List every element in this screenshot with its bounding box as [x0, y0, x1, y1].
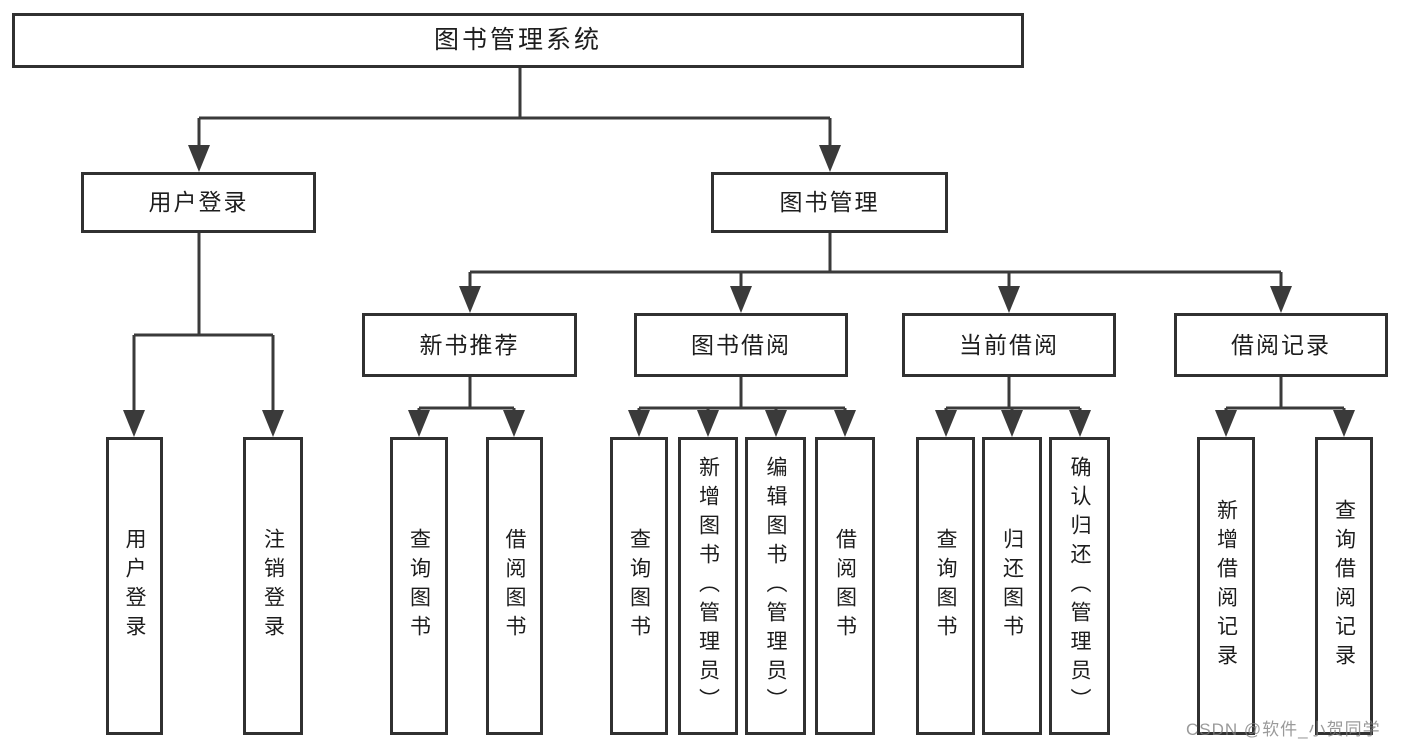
node-label: 借阅图书 — [503, 528, 526, 644]
node-label: 新增借阅记录 — [1214, 499, 1238, 673]
node-label: 新增图书（管理员） — [696, 455, 720, 717]
node-label: 编辑图书（管理员） — [764, 455, 787, 717]
node-label: 注销登录 — [261, 528, 285, 644]
node-label: 当前借阅 — [959, 331, 1059, 358]
leaf-query-books-recommend: 查询图书 — [390, 437, 448, 735]
node-label: 用户登录 — [123, 528, 146, 644]
leaf-query-books-current: 查询图书 — [916, 437, 975, 735]
leaf-query-books-borrowing: 查询图书 — [610, 437, 668, 735]
node-new-book-recommend: 新书推荐 — [362, 313, 577, 377]
node-label: 借阅记录 — [1231, 331, 1331, 358]
leaf-confirm-return-admin: 确认归还（管理员） — [1049, 437, 1110, 735]
node-label: 查询图书 — [627, 528, 651, 644]
node-label: 查询借阅记录 — [1332, 499, 1356, 673]
node-book-borrowing: 图书借阅 — [634, 313, 848, 377]
csdn-watermark: CSDN @软件_小贺同学 — [1186, 720, 1381, 739]
leaf-add-books-admin: 新增图书（管理员） — [678, 437, 738, 735]
node-library-management-system: 图书管理系统 — [12, 13, 1024, 68]
leaf-add-borrow-record: 新增借阅记录 — [1197, 437, 1255, 735]
node-label: 图书管理系统 — [433, 26, 602, 54]
node-label: 确认归还（管理员） — [1068, 455, 1091, 717]
node-label: 借阅图书 — [833, 528, 857, 644]
leaf-user-login: 用户登录 — [106, 437, 163, 735]
leaf-edit-books-admin: 编辑图书（管理员） — [745, 437, 806, 735]
leaf-borrow-books-recommend: 借阅图书 — [486, 437, 543, 735]
leaf-logout: 注销登录 — [243, 437, 303, 735]
leaf-return-books: 归还图书 — [982, 437, 1042, 735]
node-label: 用户登录 — [148, 189, 249, 215]
leaf-query-borrow-record: 查询借阅记录 — [1315, 437, 1373, 735]
node-label: 新书推荐 — [419, 331, 520, 358]
leaf-borrow-books-borrowing: 借阅图书 — [815, 437, 875, 735]
node-label: 查询图书 — [934, 528, 957, 644]
node-label: 归还图书 — [1000, 528, 1024, 644]
node-borrowing-records: 借阅记录 — [1174, 313, 1388, 377]
node-current-borrowing: 当前借阅 — [902, 313, 1116, 377]
node-label: 查询图书 — [407, 528, 431, 644]
node-label: 图书管理 — [779, 189, 880, 215]
node-book-management: 图书管理 — [711, 172, 948, 233]
node-label: 图书借阅 — [691, 331, 791, 358]
connector-lines — [132, 68, 1346, 413]
arrow-down-icons — [123, 145, 1355, 437]
node-user-login: 用户登录 — [81, 172, 316, 233]
